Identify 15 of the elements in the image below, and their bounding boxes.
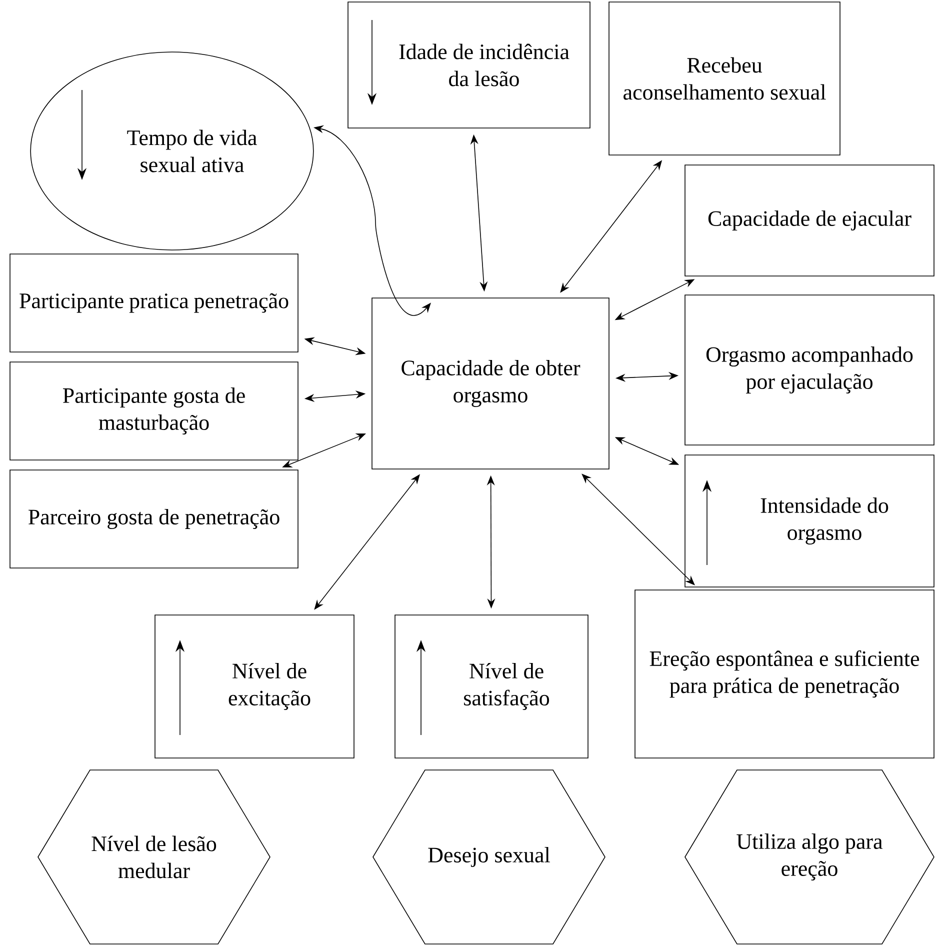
hexagon-box: Nível de lesão medular (38, 770, 270, 944)
text-box: Idade de incidência da lesão (348, 2, 590, 128)
text-box: Participante gosta de masturbação (10, 362, 298, 460)
hexagon-box: Utiliza algo para ereção (684, 770, 934, 944)
text-box: Nível de satisfação (394, 614, 588, 758)
text-box: Ereção espontânea e suficiente para prática de penetração (634, 590, 934, 758)
text-box: Intensidade do orgasmo (684, 454, 934, 588)
text-box: Capacidade de obter orgasmo (372, 298, 610, 470)
text-box: Recebeu aconselhamento sexual (608, 2, 840, 156)
text-box: Capacidade de ejacular (684, 164, 934, 276)
text-box: Orgasmo acompanhado por ejaculação (684, 294, 934, 446)
text-box: Parceiro gosta de penetração (10, 470, 298, 568)
text-box: Nível de excitação (154, 614, 354, 758)
text-box: Participante pratica penetração (10, 254, 298, 352)
hexagon-box: Desejo sexual (372, 770, 606, 944)
